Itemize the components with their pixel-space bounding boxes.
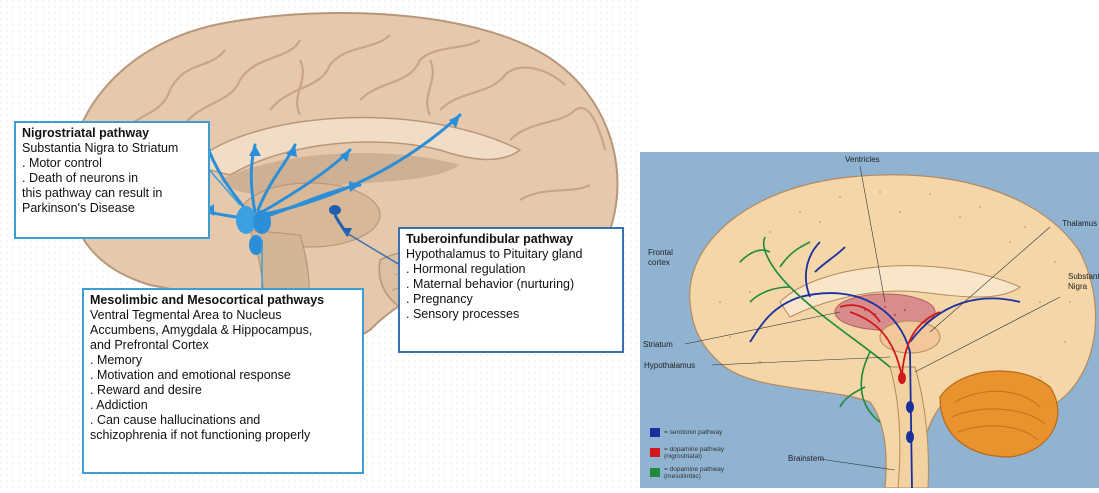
legend-dopamine-mesolimbic: = dopamine pathway (mesolimbic) xyxy=(664,466,744,480)
mesolimbic-subtitle-line: and Prefrontal Cortex xyxy=(90,338,356,353)
mesolimbic-subtitle-line: Accumbens, Amygdala & Hippocampus, xyxy=(90,323,356,338)
list-item: . Can cause hallucinations and xyxy=(90,413,356,428)
mesolimbic-items: . Memory . Motivation and emotional resp… xyxy=(90,353,356,443)
list-item: this pathway can result in xyxy=(22,186,202,201)
nigrostriatal-title: Nigrostriatal pathway xyxy=(22,126,202,141)
nigrostriatal-pathway-callout: Nigrostriatal pathway Substantia Nigra t… xyxy=(14,121,210,239)
list-item: . Sensory processes xyxy=(406,307,616,322)
list-item: . Addiction xyxy=(90,398,356,413)
list-item: . Motivation and emotional response xyxy=(90,368,356,383)
tuberoinfundibular-items: . Hormonal regulation . Maternal behavio… xyxy=(406,262,616,322)
list-item: . Hormonal regulation xyxy=(406,262,616,277)
mesolimbic-subtitle-line: Ventral Tegmental Area to Nucleus xyxy=(90,308,356,323)
tuberoinfundibular-pathway-callout: Tuberoinfundibular pathway Hypothalamus … xyxy=(398,227,624,353)
brain-illustration xyxy=(640,152,1099,488)
mesolimbic-mesocortical-pathway-callout: Mesolimbic and Mesocortical pathways Ven… xyxy=(82,288,364,474)
nigrostriatal-items: . Motor control . Death of neurons in th… xyxy=(22,156,202,216)
list-item: . Memory xyxy=(90,353,356,368)
label-thalamus: Thalamus xyxy=(1062,219,1097,228)
label-striatum: Striatum xyxy=(643,340,673,349)
legend-serotonin-pathway: = serotonin pathway xyxy=(664,429,744,436)
label-ventricles: Ventricles xyxy=(845,155,880,164)
list-item: . Motor control xyxy=(22,156,202,171)
neurotransmitter-pathways-illustration: Ventricles Thalamus Frontal cortex Subst… xyxy=(640,152,1099,488)
list-item: Parkinson's Disease xyxy=(22,201,202,216)
dopamine-pathways-photo-diagram: Nigrostriatal pathway Substantia Nigra t… xyxy=(0,0,640,488)
tuberoinfundibular-subtitle: Hypothalamus to Pituitary gland xyxy=(406,247,616,262)
list-item: schizophrenia if not functioning properl… xyxy=(90,428,356,443)
nigrostriatal-subtitle: Substantia Nigra to Striatum xyxy=(22,141,202,156)
label-brainstem: Brainstem xyxy=(788,454,824,463)
label-substantia-nigra: Substantia Nigra xyxy=(1068,272,1099,292)
tuberoinfundibular-title: Tuberoinfundibular pathway xyxy=(406,232,616,247)
list-item: . Maternal behavior (nurturing) xyxy=(406,277,616,292)
list-item: . Death of neurons in xyxy=(22,171,202,186)
label-frontal-cortex: Frontal cortex xyxy=(648,248,690,268)
mesolimbic-title: Mesolimbic and Mesocortical pathways xyxy=(90,293,356,308)
label-hypothalamus: Hypothalamus xyxy=(644,361,695,370)
list-item: . Pregnancy xyxy=(406,292,616,307)
legend-dopamine-nigrostriatal: = dopamine pathway (nigrostriatal) xyxy=(664,446,744,460)
list-item: . Reward and desire xyxy=(90,383,356,398)
